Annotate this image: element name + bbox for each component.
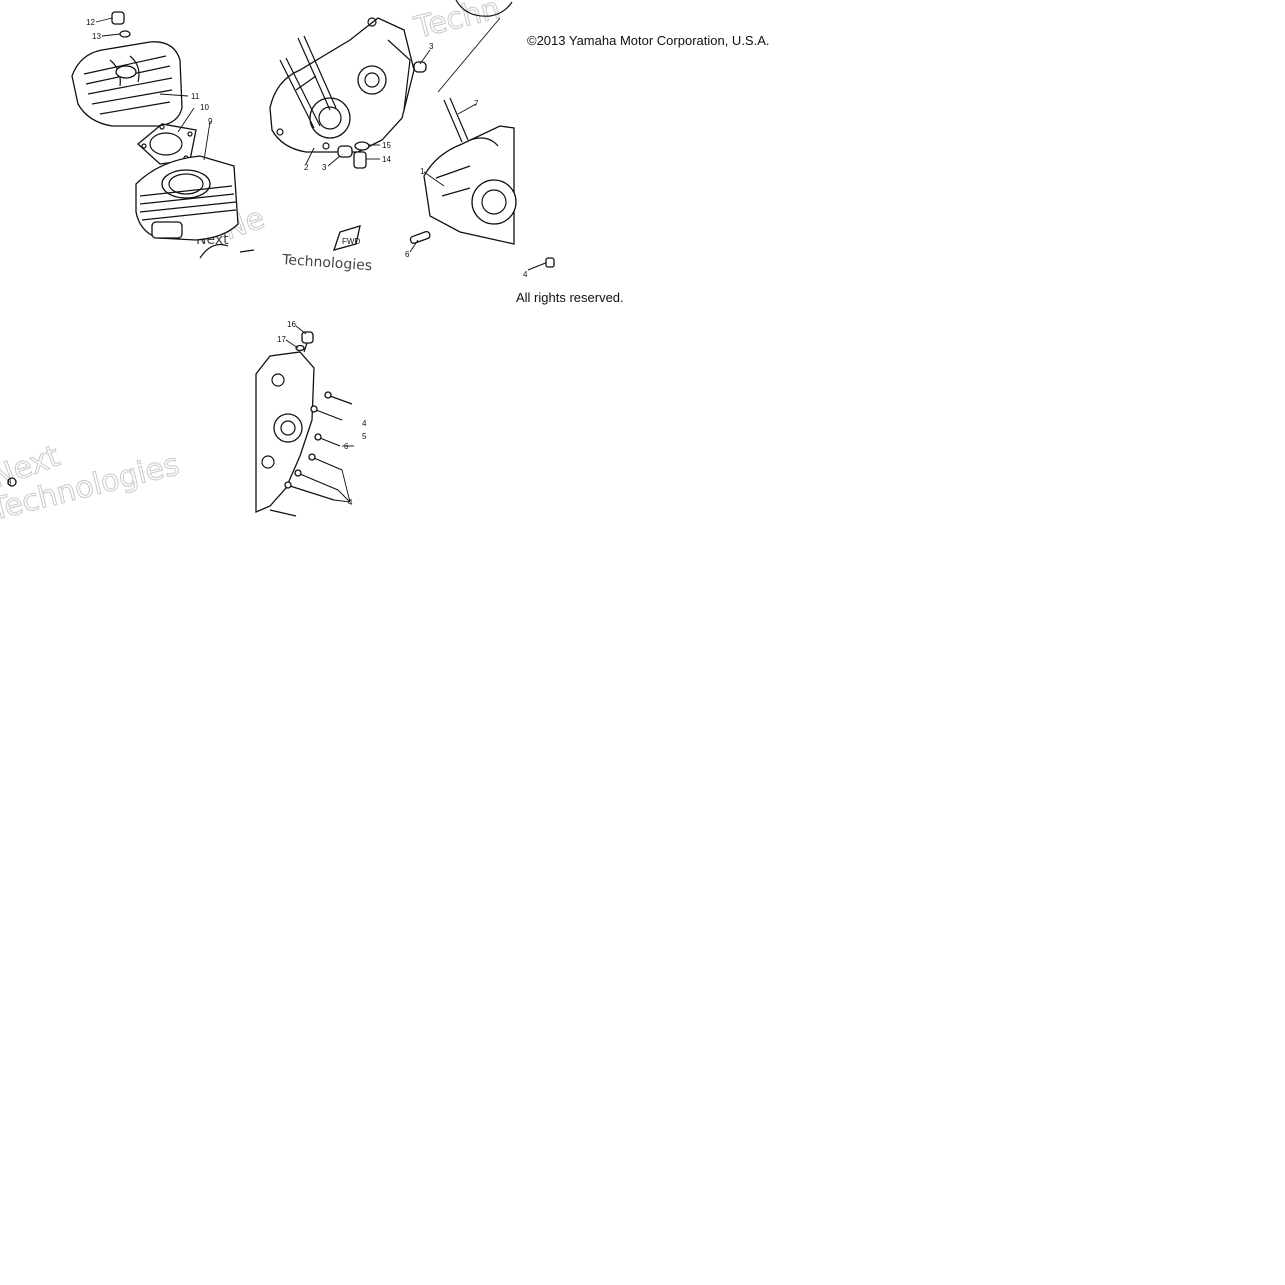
watermark-technologies-solid: Technologies xyxy=(281,252,373,274)
long-stud-drawing xyxy=(443,97,469,143)
callout-7: 7 xyxy=(474,99,479,108)
callout-2: 2 xyxy=(304,163,309,172)
bolt-4-drawing xyxy=(527,257,555,271)
lower-crankcase-drawing xyxy=(255,351,315,513)
right-crankcase-drawing xyxy=(423,125,517,245)
head-gasket-drawing xyxy=(137,123,197,165)
callout-3-top: 3 xyxy=(429,42,434,51)
crankshaft-edge-drawing xyxy=(199,243,255,259)
head-nut-drawing xyxy=(111,11,131,38)
drain-plug-drawing xyxy=(353,141,370,169)
left-crankcase-drawing xyxy=(269,17,415,153)
fwd-label: FWD xyxy=(342,237,360,246)
callout-4-right: 4 xyxy=(523,270,528,279)
callout-4-lower: 4 xyxy=(362,419,367,428)
dowel-pin-drawing xyxy=(337,61,427,158)
crankcase-bolts-drawing xyxy=(269,391,353,517)
callout-17: 17 xyxy=(277,335,286,344)
callout-6-lower: 6 xyxy=(344,442,349,451)
housing-arc-drawing xyxy=(455,0,513,17)
callout-3-bottom: 3 xyxy=(322,163,327,172)
callout-11: 11 xyxy=(191,92,200,101)
callout-14: 14 xyxy=(382,155,391,164)
watermark-techn: Techn xyxy=(410,0,503,46)
callout-12: 12 xyxy=(86,18,95,27)
dowel-6-drawing xyxy=(409,230,431,244)
fwd-arrow: FWD xyxy=(332,225,361,251)
callout-1: 1 xyxy=(420,167,425,176)
callout-5: 5 xyxy=(362,432,367,441)
cylinder-drawing xyxy=(135,155,239,241)
callout-10: 10 xyxy=(200,103,209,112)
leader-lines xyxy=(95,17,501,503)
item-8-drawing xyxy=(7,477,17,487)
callout-4-bottom: 4 xyxy=(348,498,353,507)
callout-15: 15 xyxy=(382,141,391,150)
rights-reserved-notice: All rights reserved. xyxy=(516,290,624,305)
callout-6-right: 6 xyxy=(405,250,410,259)
cylinder-head-drawing xyxy=(71,41,183,127)
callout-13: 13 xyxy=(92,32,101,41)
copyright-notice: ©2013 Yamaha Motor Corporation, U.S.A. xyxy=(527,33,770,48)
bolt-16-drawing xyxy=(295,331,314,353)
callout-16: 16 xyxy=(287,320,296,329)
cylinder-studs-drawing xyxy=(279,35,337,129)
callout-9: 9 xyxy=(208,117,213,126)
callout-numbers: 12 13 11 10 9 3 7 2 3 15 14 1 6 4 16 17 … xyxy=(7,18,528,507)
callout-8: 8 xyxy=(7,478,12,487)
